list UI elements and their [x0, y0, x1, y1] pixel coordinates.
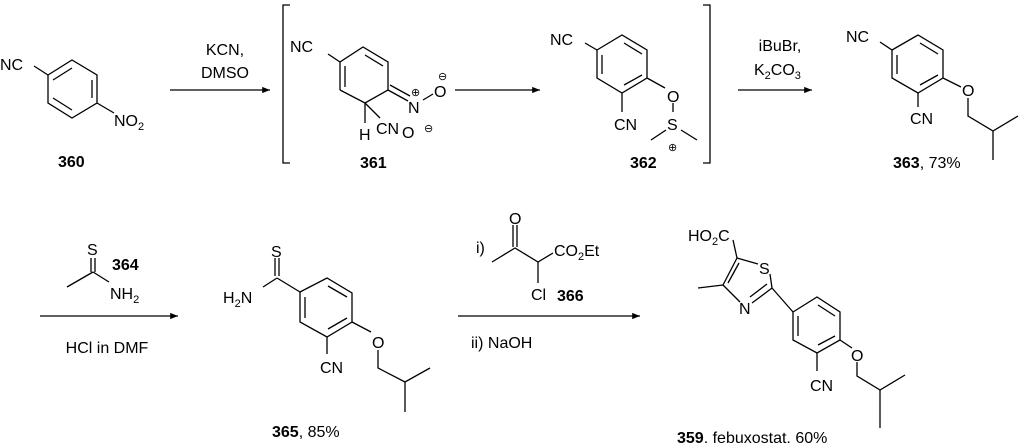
reagent-ibubr: iBuBr, [759, 38, 802, 55]
compound-361: NC N ⊕ O ⊖ O ⊖ H CN 361 [290, 39, 447, 172]
compound-359: HO2C S N O CN 359, febuxostat, 60% [677, 228, 906, 443]
reagent-hcl-dmf: HCl in DMF [66, 340, 149, 357]
reagent-dmso: DMSO [201, 65, 249, 82]
ho2c-label: HO2C [688, 228, 730, 248]
o-label: O [962, 83, 974, 100]
reagent-366: O CO2Et Cl 366 i) [476, 211, 600, 305]
nc-label: NC [0, 57, 23, 74]
reaction-arrow-step3: iBuBr, K2CO3 [738, 38, 812, 94]
o-label: O [667, 89, 679, 106]
compound-label: 366 [557, 288, 584, 305]
co2et-label: CO2Et [554, 243, 600, 263]
o-label: O [402, 125, 414, 142]
nc-label: NC [550, 32, 573, 49]
nh2-label: NH2 [110, 286, 139, 306]
compound-360: NC NO2 360 [0, 57, 144, 171]
reagent-364: S 364 NH2 [66, 242, 139, 306]
h2n-label: H2N [223, 290, 252, 310]
cn-label: CN [614, 117, 637, 134]
compound-label: 360 [58, 154, 85, 171]
bracket-left [282, 4, 290, 164]
compound-label: 363, 73% [893, 155, 961, 172]
o-label: O [434, 84, 446, 101]
n-label: N [408, 100, 420, 117]
reaction-arrow-step1: KCN, DMSO [170, 42, 270, 94]
reagent-k2co3: K2CO3 [754, 62, 801, 82]
n-label: N [739, 301, 751, 318]
step-i-label: i) [476, 240, 485, 257]
compound-label: 365, 85% [272, 424, 340, 441]
minus-charge: ⊖ [438, 71, 447, 83]
cl-label: Cl [531, 287, 546, 304]
s-label: S [759, 261, 770, 278]
reaction-arrow-step4: HCl in DMF [40, 312, 178, 357]
cn-label: CN [810, 378, 833, 395]
cn-label: CN [320, 360, 343, 377]
h-label: H [359, 127, 371, 144]
compound-363: NC O CN 363, 73% [846, 29, 1019, 172]
reagent-naoh: ii) NaOH [471, 335, 532, 352]
s-label: S [87, 242, 98, 259]
compound-label: 364 [112, 257, 139, 274]
nc-label: NC [846, 29, 869, 46]
nc-label: NC [290, 39, 313, 56]
plus-charge: ⊕ [668, 142, 677, 154]
compound-label: 361 [360, 155, 387, 172]
compound-365: S H2N O CN 365, 85% [223, 244, 431, 441]
cn-label: CN [910, 111, 933, 128]
reagent-kcn: KCN, [206, 42, 244, 59]
compound-label: 362 [630, 155, 657, 172]
o-label: O [509, 211, 521, 228]
s-label: S [271, 244, 282, 261]
o-label: O [372, 335, 384, 352]
compound-362: NC O S CN ⊕ 362 [550, 32, 698, 172]
no2-label: NO2 [114, 113, 144, 133]
s-label: S [667, 117, 678, 134]
cn-label: CN [376, 121, 399, 138]
plus-charge: ⊕ [411, 87, 420, 99]
minus-charge: ⊖ [424, 123, 433, 135]
reaction-arrow-step5: ii) NaOH [458, 312, 640, 352]
bracket-right [703, 4, 711, 164]
compound-label: 359, febuxostat, 60% [677, 430, 827, 443]
o-label: O [851, 348, 863, 365]
